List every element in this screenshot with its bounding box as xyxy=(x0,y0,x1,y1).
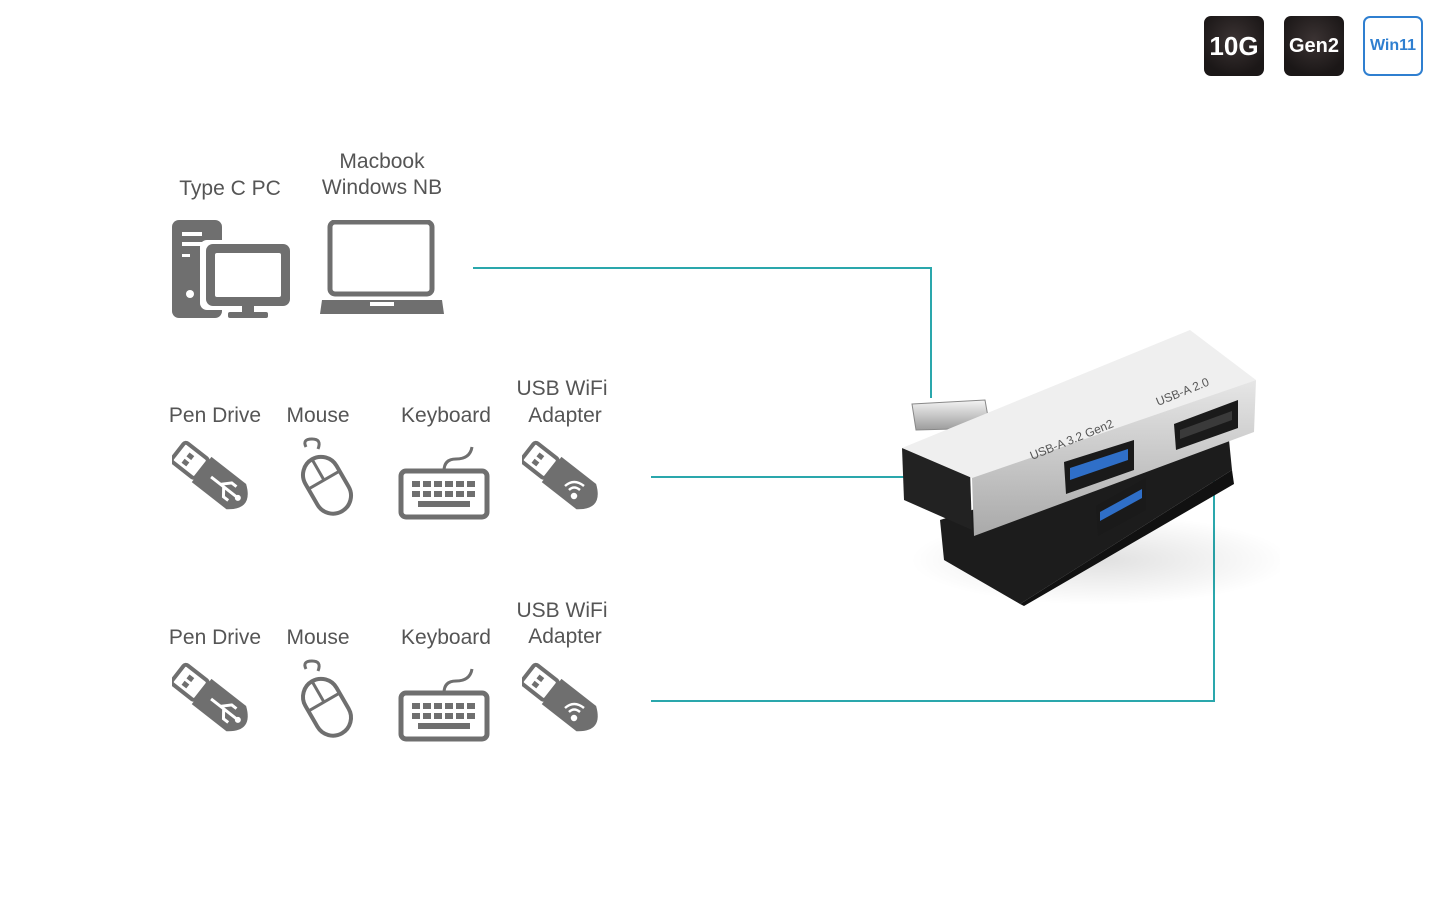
mouse-icon xyxy=(301,437,353,516)
keyboard-icon xyxy=(398,446,490,520)
pen-drive-icon xyxy=(172,662,248,732)
usb-wifi-adapter-icon xyxy=(522,662,598,732)
laptop-icon xyxy=(320,220,444,314)
laptop-label-line1: Macbook xyxy=(339,150,425,173)
type-c-pc-label: Type C PC xyxy=(179,177,281,200)
pen-drive-icon xyxy=(172,440,248,510)
laptop-label-line2: Windows NB xyxy=(321,176,443,199)
row2-wifi-label-line2: Adapter xyxy=(528,625,602,648)
keyboard-icon xyxy=(398,668,490,742)
row2-pen-drive-label: Pen Drive xyxy=(168,626,262,649)
row2-mouse-label: Mouse xyxy=(286,626,350,649)
row1-wifi-label-line2: Adapter xyxy=(528,404,602,427)
row1-keyboard-label: Keyboard xyxy=(401,404,491,427)
badge-win11: Win11 xyxy=(1363,16,1423,76)
desktop-pc-icon xyxy=(172,220,292,318)
badge-10g: 10G xyxy=(1204,16,1264,76)
usb-hub-product-image: USB-A 3.2 Gen2 USB-A 2.0 xyxy=(902,330,1280,606)
row1-pen-drive-label: Pen Drive xyxy=(168,404,262,427)
badge-gen2: Gen2 xyxy=(1284,16,1344,76)
row2-wifi-label-line1: USB WiFi xyxy=(516,599,608,622)
usb-wifi-adapter-icon xyxy=(522,440,598,510)
row1-mouse-label: Mouse xyxy=(286,404,350,427)
connector-line-host xyxy=(473,267,932,398)
row2-keyboard-label: Keyboard xyxy=(401,626,491,649)
mouse-icon xyxy=(301,659,353,738)
row1-wifi-label-line1: USB WiFi xyxy=(516,377,608,400)
